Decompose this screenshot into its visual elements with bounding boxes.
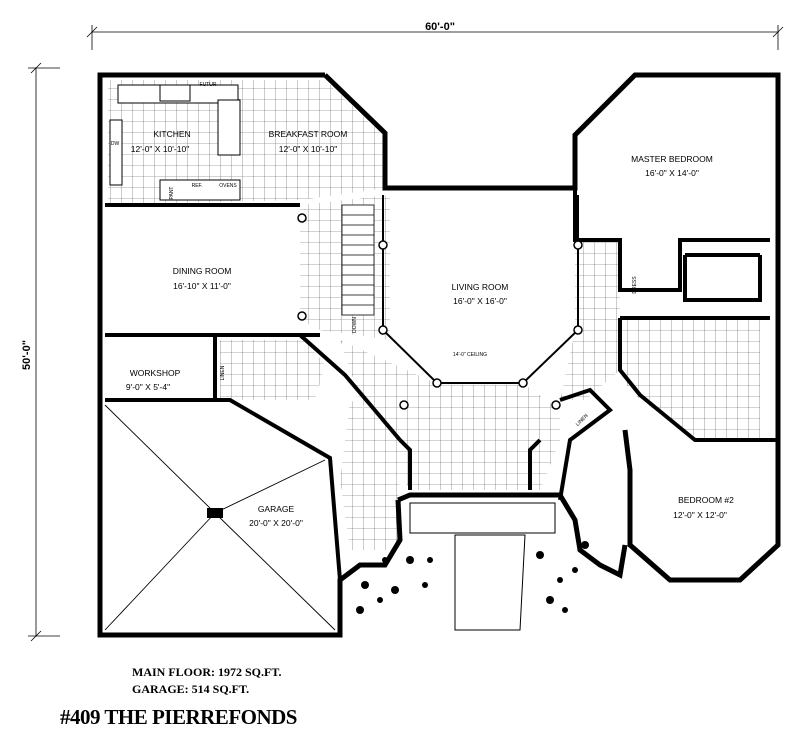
master-bath-floor [622,318,760,440]
main-floor-area: MAIN FLOOR: 1972 SQ.FT. [132,665,282,679]
overall-width-label: 60'-0" [425,21,455,33]
front-walk [409,502,556,631]
garage-roof-lines [104,404,336,631]
room-name: BREAKFAST ROOM [269,129,348,139]
kitchen-breakfast-floor [108,80,386,205]
right-hall-floor [560,240,620,400]
room-size: 12'-0" X 10'-10" [131,144,189,154]
dishwasher-label: DW [111,141,120,147]
overall-depth-label: 50'-0" [21,340,33,370]
future-label: FUTUR [200,82,217,88]
garage-bath-floor [340,400,400,550]
down-label: DOWN [352,317,358,333]
room-size: 16'-0" X 16'-0" [453,296,507,306]
room-size: 12'-0" X 10'-10" [279,144,337,154]
room-name: MASTER BEDROOM [631,154,713,164]
ovens-label: OVENS [219,183,237,189]
room-name: LIVING ROOM [452,282,509,292]
columns [297,213,583,410]
ref-label: REF. [192,183,203,189]
linen-label: LINEN [220,365,226,380]
room-name: DINING ROOM [173,266,232,276]
room-name: KITCHEN [153,129,190,139]
garage-area: GARAGE: 514 SQ.FT. [132,682,250,696]
garage-center-post [207,508,223,518]
stairs [341,204,375,316]
landscape-flowers [356,541,589,614]
laundry-floor [220,340,325,400]
ceiling-note: 14'-0" CEILING [453,352,487,358]
room-size: 9'-0" X 5'-4" [126,382,170,392]
room-size: 12'-0" X 12'-0" [673,510,727,520]
living-room-octagon [382,195,579,384]
dimension-lines [28,25,784,642]
room-size: 20'-0" X 20'-0" [249,518,303,528]
pantry-label: PANT [169,187,175,200]
room-labels: KITCHEN 12'-0" X 10'-10" BREAKFAST ROOM … [126,129,734,528]
room-name: WORKSHOP [130,368,181,378]
exterior-walls [97,72,781,638]
tiled-floors [108,80,760,550]
interior-walls [105,188,778,581]
kitchen-counters [109,84,241,201]
plan-title: #409 THE PIERREFONDS [60,705,298,729]
room-name: BEDROOM #2 [678,495,734,505]
room-size: 16'-10" X 11'-0" [173,281,231,291]
dress-label: DRESS [632,276,638,294]
room-size: 16'-0" X 14'-0" [645,168,699,178]
room-name: GARAGE [258,504,295,514]
